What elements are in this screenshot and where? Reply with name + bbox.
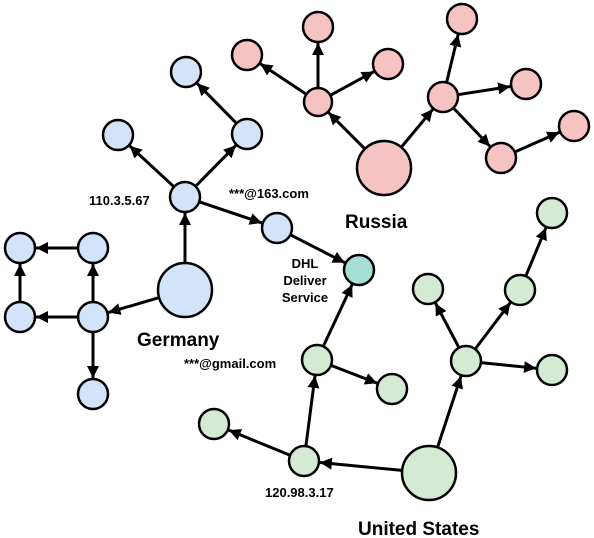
edge-de-ip-to-de-163: [198, 200, 263, 225]
node-ru-b4: [557, 109, 591, 143]
node-ru-b2: [509, 67, 543, 101]
edge-ru-b-to-ru-b3: [452, 106, 492, 148]
node-ru-b: [426, 80, 460, 114]
edge-ru-b-to-ru-b1: [445, 34, 462, 83]
node-de-p1: [101, 118, 135, 152]
united-states-cluster-label: United States: [358, 519, 479, 538]
node-de-c3: [76, 231, 110, 265]
edge-us-hub-to-us-m: [436, 375, 463, 448]
edge-us-gm-to-us-gm1: [330, 364, 378, 385]
node-de-c1: [3, 300, 37, 334]
node-us-m2: [503, 273, 537, 307]
edge-us-m-to-us-m2: [473, 301, 512, 351]
node-ru-a3: [371, 47, 405, 81]
edges: [14, 34, 560, 472]
edge-us-m-to-us-m4: [480, 361, 537, 374]
node-ru-a: [302, 86, 334, 118]
russia-cluster-label: Russia: [345, 212, 408, 233]
node-ru-a2: [301, 10, 335, 44]
edge-ru-b3-to-ru-b4: [514, 131, 560, 154]
us-ip-label: 120.98.3.17: [265, 485, 334, 500]
node-de-163: [260, 211, 294, 245]
node-de-p2: [230, 117, 264, 151]
node-ru-b1: [445, 2, 479, 36]
dhl-label-line3: Service: [282, 290, 328, 305]
germany-cluster-label: Germany: [137, 330, 220, 351]
edge-us-gm-to-dhl: [321, 283, 354, 348]
email-gmail-label: ***@gmail.com: [184, 356, 276, 371]
edge-de-ip-to-de-p1: [128, 144, 176, 188]
node-de-hub: [156, 261, 214, 319]
node-us-gm: [300, 343, 334, 377]
edge-us-m2-to-us-m3: [524, 227, 548, 277]
nodes: [3, 2, 591, 502]
edge-ru-hub-to-ru-a: [327, 111, 366, 150]
edge-de-hub-to-de-c: [107, 296, 160, 315]
edge-us-m-to-us-m1: [434, 302, 461, 349]
dhl-label-line2: Deliver: [283, 273, 326, 288]
node-us-gm1: [375, 372, 409, 406]
node-us-hub: [400, 444, 458, 502]
node-de-c4: [76, 377, 110, 411]
node-us-ip: [287, 444, 321, 478]
node-de-c2: [3, 231, 37, 265]
edge-de-p2-to-de-p3: [196, 82, 238, 125]
node-us-m3: [535, 196, 569, 230]
edge-de-ip-to-de-p2: [194, 144, 237, 188]
node-ru-hub: [355, 139, 413, 197]
node-dhl: [342, 253, 376, 287]
email-163-label: ***@163.com: [229, 186, 309, 201]
node-de-ip: [168, 180, 202, 214]
edge-us-ip-to-us-gm: [304, 375, 320, 447]
node-de-c: [76, 300, 110, 334]
germany-ip-label: 110.3.5.67: [89, 193, 150, 208]
edge-ru-b-to-ru-b2: [457, 82, 511, 97]
edge-us-hub-to-us-ip: [319, 457, 403, 472]
node-ru-a1: [230, 38, 264, 72]
edge-ru-a-to-ru-a1: [259, 62, 308, 96]
edge-ru-hub-to-ru-b: [400, 108, 434, 149]
edge-ru-a-to-ru-a3: [329, 70, 375, 97]
node-us-m4: [535, 353, 569, 387]
node-us-l: [197, 407, 231, 441]
edge-de-163-to-dhl: [289, 233, 346, 265]
node-de-p3: [169, 55, 203, 89]
node-us-m: [449, 344, 483, 378]
node-ru-b3: [484, 141, 518, 175]
node-us-m1: [411, 272, 445, 306]
edge-us-ip-to-us-l: [228, 428, 291, 457]
dhl-label-line1: DHL: [292, 256, 319, 271]
